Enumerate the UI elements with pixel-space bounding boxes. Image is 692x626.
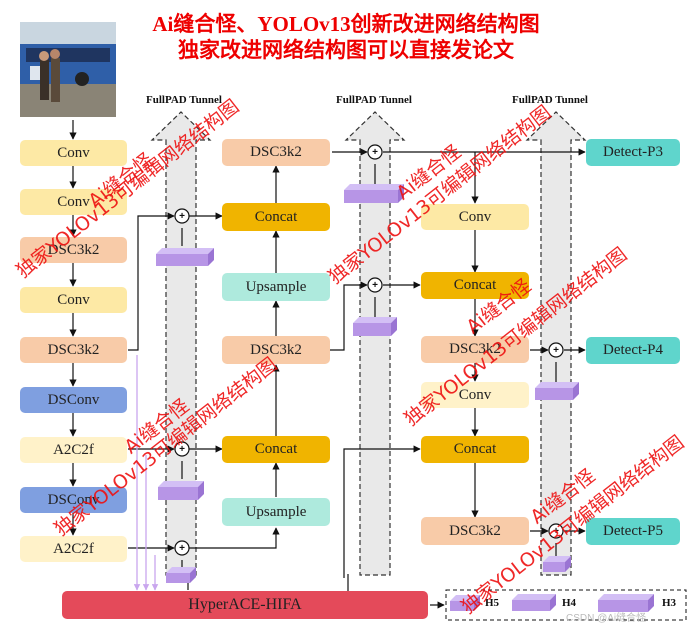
backbone-a2c2f-2: A2C2f [20,536,127,562]
feature-block [166,567,196,583]
tunnel-label-3: FullPAD Tunnel [512,94,588,106]
add-symbol: + [179,211,185,222]
backbone-a2c2f-1: A2C2f [20,437,127,463]
add-node [548,523,564,539]
neck-upsample-bottom: Upsample [222,498,330,526]
feature-block [158,481,204,500]
legend-label-h4: H4 [562,597,577,609]
legend-label-h5: H5 [485,597,500,609]
add-symbol: + [372,280,378,291]
title-line-1: Ai缝合怪、YOLOv13创新改进网络结构图 [152,12,540,36]
add-node [367,277,383,293]
detect-p3: Detect-P3 [586,139,680,166]
add-symbol: + [553,345,559,356]
title-line-2: 独家改进网络结构图可以直接发论文 [178,38,514,62]
hyperace-hifa-block: HyperACE-HIFA [62,591,428,619]
neck-concat-top: Concat [222,203,330,231]
add-node [174,540,190,556]
backbone-dsc3k2-2: DSC3k2 [20,337,127,363]
detect-p5: Detect-P5 [586,518,680,545]
feature-block [535,382,579,400]
legend-block-h3 [598,594,654,612]
csdn-credit: CSDN @Ai缝合怪 [566,613,647,624]
tunnel-label-1: FullPAD Tunnel [146,94,222,106]
neck-dsc3k2-mid: DSC3k2 [222,336,330,364]
legend [430,589,687,621]
fullpad-tunnel-2 [344,111,406,576]
backbone-dsc3k2-1: DSC3k2 [20,237,127,263]
feature-block [156,248,214,266]
head-dsc3k2-1: DSC3k2 [421,336,529,363]
add-symbol: + [179,444,185,455]
neck-upsample-top: Upsample [222,273,330,301]
add-symbol: + [372,147,378,158]
head-conv-1: Conv [421,204,529,230]
add-symbol: + [553,526,559,537]
backbone-dsconv-1: DSConv [20,387,127,413]
legend-block-h4 [512,594,556,611]
tunnel-label-2: FullPAD Tunnel [336,94,412,106]
head-dsc3k2-2: DSC3k2 [421,517,529,545]
backbone-dsconv-2: DSConv [20,487,127,513]
backbone-conv-3: Conv [20,287,127,313]
feature-blocks [156,184,579,583]
feature-block [344,184,404,203]
add-node [174,441,190,457]
add-node [367,144,383,160]
head-conv-2: Conv [421,382,529,408]
add-nodes [174,144,564,556]
feature-block [353,317,397,336]
add-symbol: + [179,543,185,554]
detect-p4: Detect-P4 [586,337,680,364]
legend-block-h5 [450,595,480,611]
head-concat-1: Concat [421,272,529,299]
fullpad-tunnel-1 [150,111,212,576]
add-node [548,342,564,358]
backbone-conv-2: Conv [20,189,127,215]
feature-block [543,556,571,572]
neck-concat-bottom: Concat [222,436,330,463]
neck-dsc3k2-top: DSC3k2 [222,139,330,166]
add-node [174,208,190,224]
head-concat-2: Concat [421,436,529,463]
input-image [20,22,116,117]
legend-label-h3: H3 [662,597,677,609]
backbone-conv-1: Conv [20,140,127,166]
